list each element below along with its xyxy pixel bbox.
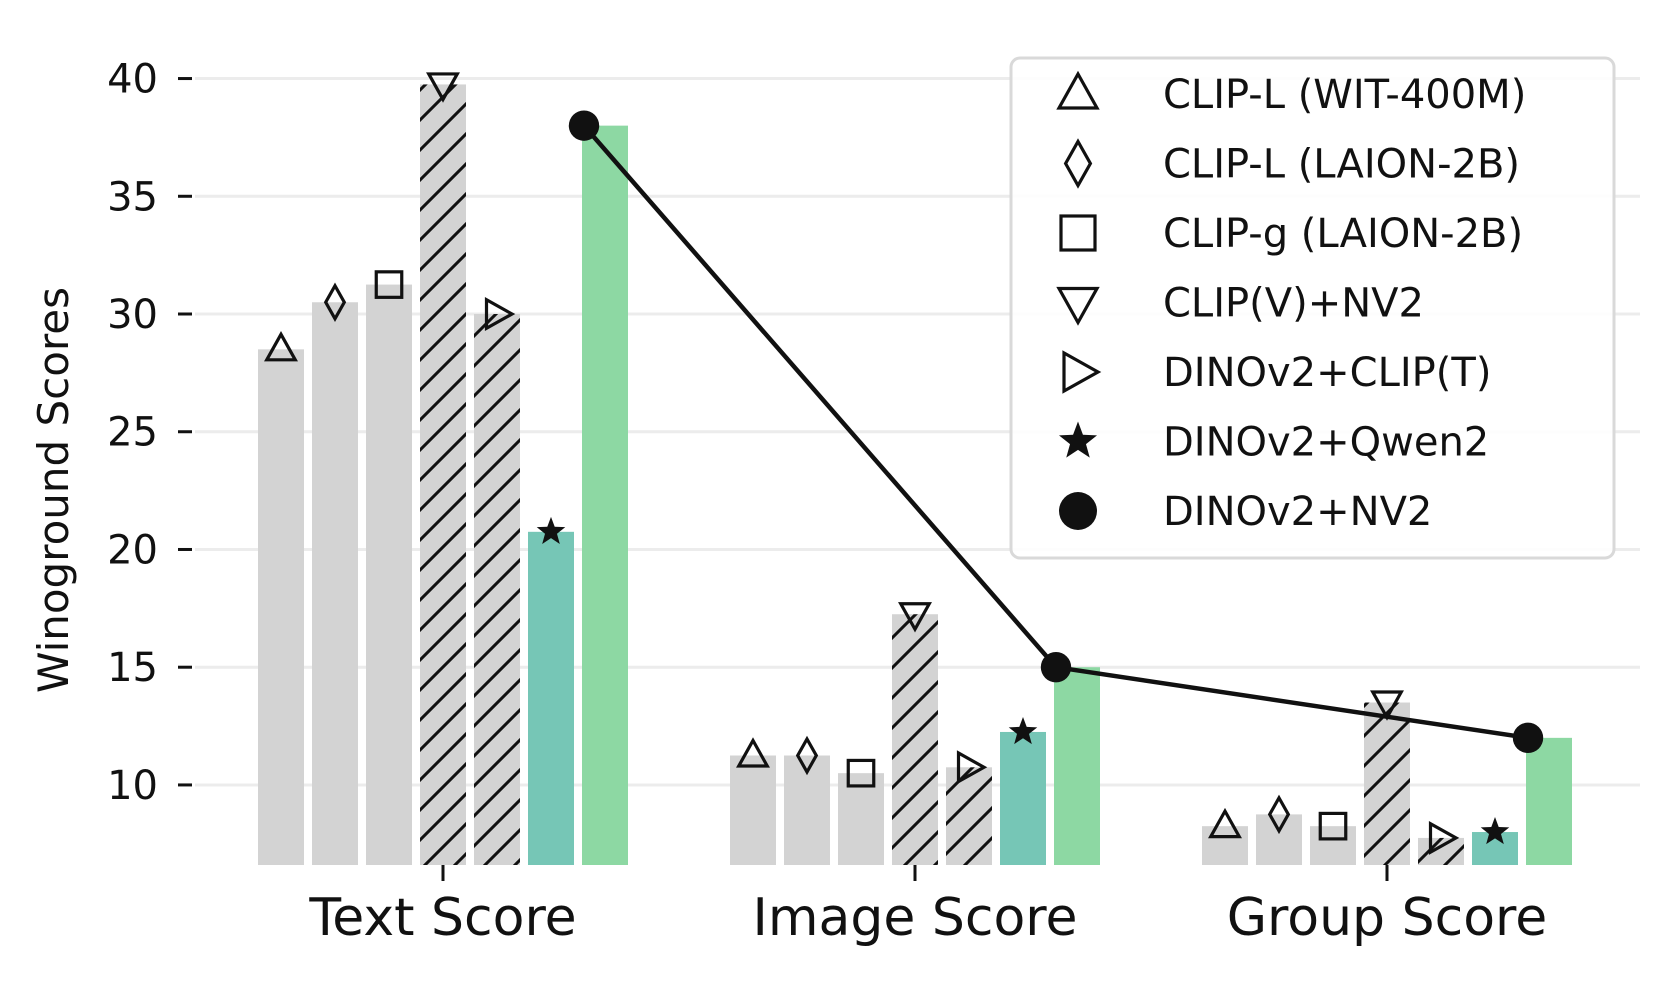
- marker-clip-g-laion-2b-image-score: [846, 758, 876, 788]
- bar-clip-l-wit-400m-group-score: [1202, 826, 1248, 865]
- bar-clip-g-laion-2b-text-score: [366, 284, 412, 865]
- xtick-label-group-score: Group Score: [1227, 888, 1547, 948]
- marker-dinov2-clip-t-image-score: [956, 750, 988, 785]
- xtick-label-image-score: Image Score: [752, 888, 1077, 948]
- bar-dinov2-qwen2-text-score: [528, 531, 574, 865]
- bars: [258, 84, 1572, 866]
- marker-clip-l-laion-2b-group-score: [1267, 794, 1291, 835]
- marker-dinov2-clip-t-text-score: [484, 297, 516, 331]
- marker-dinov2-nv2-image-score: [1040, 652, 1072, 683]
- legend-marker-dinov2-clip-t: [1062, 350, 1102, 394]
- bar-markers: [264, 72, 1544, 855]
- bar-dinov2-qwen2-image-score: [1000, 731, 1046, 865]
- bar-clip-g-laion-2b-image-score: [838, 773, 884, 865]
- marker-clip-l-laion-2b-text-score: [323, 282, 347, 322]
- marker-clip-v-nv2-image-score: [898, 602, 932, 633]
- marker-clip-l-wit-400m-group-score: [1208, 807, 1242, 839]
- marker-dinov2-nv2-text-score: [568, 110, 600, 141]
- marker-dinov2-qwen2-image-score: [1008, 716, 1038, 745]
- marker-dinov2-clip-t-group-score: [1428, 820, 1460, 855]
- xtick-label-text-score: Text Score: [308, 888, 576, 948]
- ytick-label-20: 20: [107, 527, 158, 573]
- legend-marker-clip-v-nv2: [1056, 286, 1100, 326]
- marker-dinov2-qwen2-group-score: [1480, 817, 1510, 845]
- bar-clip-v-nv2-text-score: [420, 84, 466, 866]
- legend-marker-clip-l-wit-400m: [1056, 70, 1100, 110]
- legend-marker-dinov2-qwen2: [1058, 421, 1098, 458]
- marker-clip-l-laion-2b-image-score: [795, 735, 819, 776]
- legend-label-clip-v-nv2: CLIP(V)+NV2: [1163, 281, 1424, 327]
- bar-dinov2-nv2-text-score: [582, 125, 628, 866]
- bar-dinov2-clip-t-text-score: [474, 314, 520, 866]
- bar-clip-g-laion-2b-group-score: [1310, 826, 1356, 865]
- ytick-label-10: 10: [107, 763, 158, 809]
- legend-marker-clip-g-laion-2b: [1059, 214, 1097, 252]
- ytick-label-40: 40: [107, 57, 158, 103]
- ytick-label-15: 15: [107, 645, 158, 691]
- bar-dinov2-nv2-group-score: [1526, 737, 1572, 865]
- marker-clip-l-wit-400m-text-score: [264, 331, 298, 362]
- marker-clip-v-nv2-group-score: [1370, 690, 1404, 721]
- ytick-label-35: 35: [107, 174, 158, 220]
- legend-label-clip-l-wit-400m: CLIP-L (WIT-400M): [1163, 72, 1526, 118]
- bar-clip-l-laion-2b-group-score: [1256, 814, 1302, 865]
- bar-clip-v-nv2-group-score: [1364, 702, 1410, 865]
- legend-label-clip-l-laion-2b: CLIP-L (LAION-2B): [1163, 142, 1520, 188]
- legend-label-dinov2-clip-t: DINOv2+CLIP(T): [1163, 350, 1491, 396]
- legend-marker-dinov2-nv2: [1059, 492, 1097, 530]
- marker-clip-g-laion-2b-text-score: [374, 270, 404, 299]
- legend-label-dinov2-qwen2: DINOv2+Qwen2: [1163, 420, 1489, 466]
- bar-clip-v-nv2-image-score: [892, 614, 938, 865]
- legend-label-dinov2-nv2: DINOv2+NV2: [1163, 489, 1432, 535]
- bar-clip-l-laion-2b-text-score: [312, 302, 358, 865]
- marker-clip-l-wit-400m-image-score: [736, 737, 770, 768]
- marker-dinov2-nv2-group-score: [1512, 722, 1544, 754]
- legend: CLIP-L (WIT-400M) CLIP-L (LAION-2B) CLIP-g…: [1009, 56, 1616, 560]
- bar-clip-l-wit-400m-text-score: [258, 349, 304, 865]
- ytick-label-30: 30: [107, 292, 158, 338]
- ytick-label-25: 25: [107, 410, 158, 456]
- legend-box: [1009, 56, 1616, 560]
- y-axis-label: Winoground Scores: [29, 287, 78, 693]
- marker-dinov2-qwen2-text-score: [536, 516, 566, 544]
- legend-label-clip-g-laion-2b: CLIP-g (LAION-2B): [1163, 211, 1523, 257]
- bar-dinov2-clip-t-image-score: [946, 767, 992, 865]
- bar-dinov2-clip-t-group-score: [1418, 837, 1464, 865]
- bar-dinov2-nv2-image-score: [1054, 667, 1100, 865]
- marker-clip-g-laion-2b-group-score: [1318, 811, 1348, 841]
- marker-clip-v-nv2-text-score: [426, 72, 460, 103]
- legend-marker-clip-l-laion-2b: [1063, 138, 1093, 189]
- bar-clip-l-wit-400m-image-score: [730, 755, 776, 865]
